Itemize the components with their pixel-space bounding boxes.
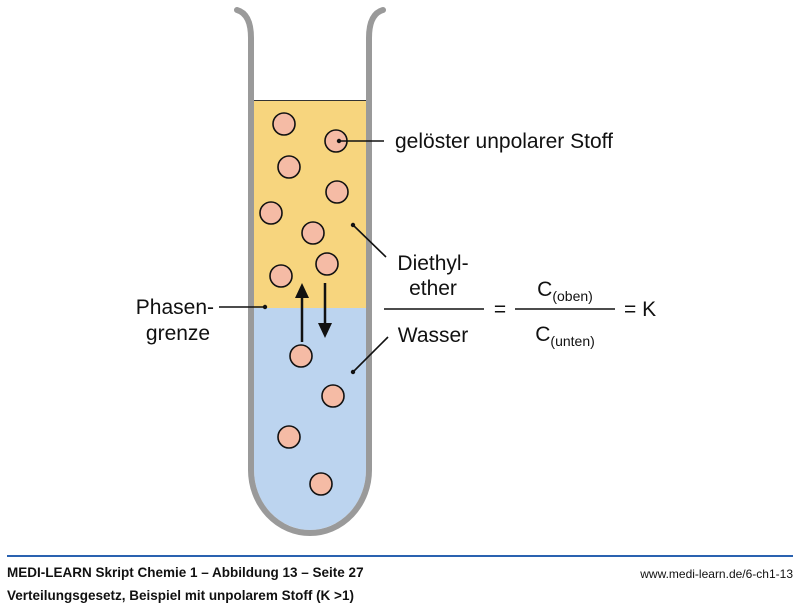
result-k: = K <box>624 298 656 321</box>
particle <box>272 112 296 136</box>
particle <box>269 264 293 288</box>
solute-label: gelöster unpolarer Stoff <box>395 130 613 153</box>
boundary-leader-dot <box>262 304 268 310</box>
denominator-base: C <box>535 323 550 346</box>
particles <box>259 112 349 496</box>
water-phase <box>254 308 366 530</box>
numerator-subscript: (oben) <box>552 288 592 304</box>
equals-sign: = <box>494 298 506 321</box>
ether-label-line2: ether <box>409 277 457 300</box>
particle <box>321 384 345 408</box>
particle <box>309 472 333 496</box>
particle <box>301 221 325 245</box>
footer-title: MEDI-LEARN Skript Chemie 1 – Abbildung 1… <box>7 565 364 580</box>
particle <box>325 180 349 204</box>
water-leader <box>352 336 389 373</box>
boundary-label-line2: grenze <box>146 322 210 345</box>
denominator: C(unten) <box>535 323 595 349</box>
ether-leader <box>352 224 387 258</box>
footer-divider <box>7 555 793 557</box>
numerator-base: C <box>537 278 552 301</box>
arrow-down-icon <box>318 323 332 338</box>
particle <box>289 344 313 368</box>
particle <box>259 201 283 225</box>
footer-caption: Verteilungsgesetz, Beispiel mit unpolare… <box>7 588 354 603</box>
denominator-subscript: (unten) <box>550 333 594 349</box>
arrow-up-icon <box>295 283 309 298</box>
numerator: C(oben) <box>537 278 593 304</box>
particle <box>277 155 301 179</box>
test-tube <box>234 7 386 536</box>
footer-url[interactable]: www.medi-learn.de/6-ch1-13 <box>640 567 793 581</box>
ether-label-line1: Diethyl- <box>397 252 468 275</box>
particle <box>277 425 301 449</box>
particle <box>315 252 339 276</box>
ether-leader-dot <box>350 222 356 228</box>
solute-leader-dot <box>336 138 342 144</box>
boundary-label-line1: Phasen- <box>136 296 214 319</box>
water-label: Wasser <box>398 324 468 347</box>
water-leader-dot <box>350 369 356 375</box>
exchange-arrows <box>295 283 332 342</box>
